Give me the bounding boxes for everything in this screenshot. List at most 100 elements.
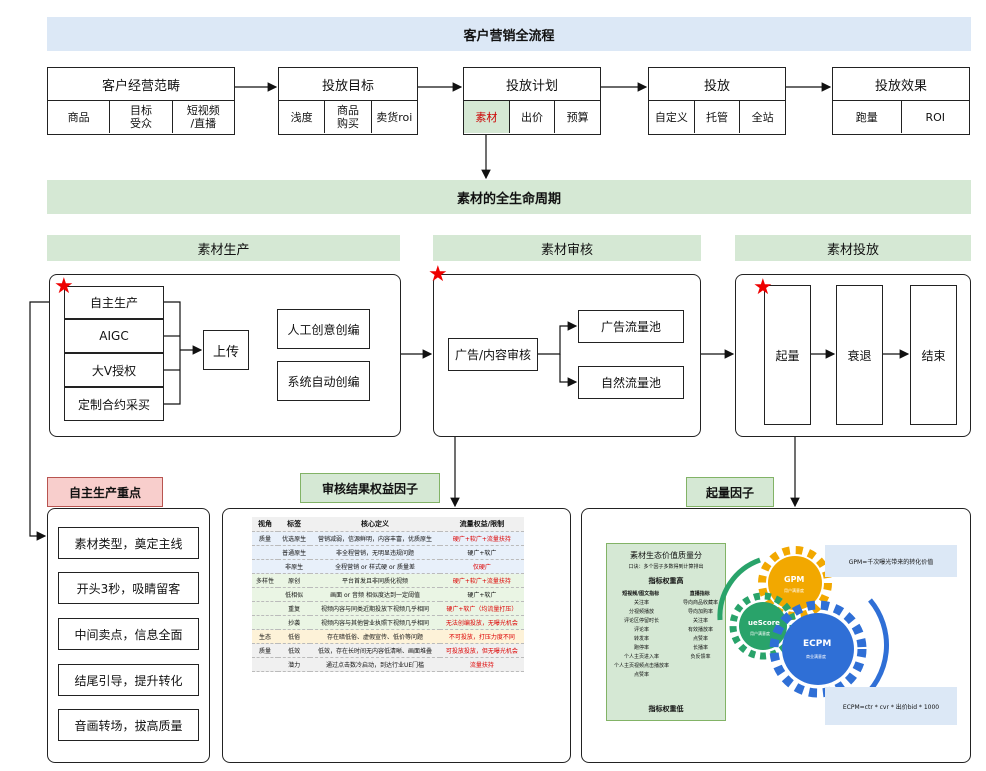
star-icon: ★ [753, 275, 773, 300]
weight-high-label: 指标权重高 [648, 577, 684, 585]
gear-sub: 商业满意度 [806, 654, 826, 659]
gear-label: ueScore [748, 619, 780, 627]
stage-item: 跑量 [833, 101, 902, 133]
col-header: 核心定义 [310, 517, 440, 532]
stage-item: 短视频 /直播 [186, 104, 220, 130]
source-self-produced: 自主生产 [64, 286, 164, 319]
delivery-band: 素材投放 [735, 235, 971, 261]
table-row: 重复视频内容与同类近期投放下视频几乎相同硬广+软广（均流量打压） [252, 601, 524, 616]
stage-item: 目标 受众 [110, 101, 173, 133]
phase-decline: 衰退 [836, 285, 883, 425]
ecpm-note: ECPM=ctr * cvr * 出价bid * 1000 [825, 687, 957, 725]
review-band: 素材审核 [433, 235, 701, 261]
table-row: 质量优选原生营销减弱，信源鲜明，内容丰富，优质原生硬广+软广+流量扶持 [252, 531, 524, 546]
quality-score-card: 素材生态价值质量分 口诀：多个因子多数得到计算排出 指标权重高 短视频/图文指标… [606, 543, 726, 721]
organic-traffic-pool: 自然流量池 [578, 366, 684, 399]
manual-creative-edit: 人工创意创编 [277, 309, 370, 349]
table-row: 质量低效低效，存在长时间无内容低清晰、画面堆叠可投放投放，但无曝光机会 [252, 643, 524, 658]
gear-sub: 用户满意度 [750, 631, 770, 636]
stage-title: 投放目标 [279, 68, 417, 101]
focus-item: 开头3秒，吸睛留客 [58, 572, 199, 604]
review-node: 广告/内容审核 [448, 338, 538, 371]
stage-item: 商品 [48, 101, 111, 133]
stage-effect: 投放效果 跑量 ROI [832, 67, 970, 135]
stage-title: 投放 [649, 68, 785, 101]
auto-creative-edit: 系统自动创编 [277, 361, 370, 401]
metric: 评论区停留时长 [623, 618, 659, 624]
star-icon: ★ [428, 262, 448, 287]
table-row: 潜力通过点击数冷启动，到达行业UE门槛流量扶持 [252, 657, 524, 672]
metric: 关注率 [692, 618, 708, 624]
phase-ramp-up: 起量 [764, 285, 811, 425]
col-header: 标签 [277, 517, 311, 532]
metric: 有效播放率 [687, 627, 713, 633]
metric: 跑停率 [633, 645, 649, 651]
gear-label: ECPM [803, 639, 832, 649]
stage-item: 商品 购买 [325, 101, 372, 133]
stage-item-material: 素材 [464, 101, 510, 133]
stage-item: 自定义 [649, 101, 695, 133]
focus-item: 中间卖点，信息全面 [58, 618, 199, 650]
table-row: 非原生全程营销 or 样式硬 or 质量差仅硬广 [252, 559, 524, 574]
stage-title: 投放效果 [833, 68, 969, 101]
metric: 关注率 [633, 600, 649, 606]
col-header: 视角 [252, 517, 278, 532]
stage-item: 托管 [695, 101, 741, 133]
stage-customer-scope: 客户经营范畴 商品 目标 受众 短视频 /直播 [47, 67, 235, 135]
weight-low-label: 指标权重低 [648, 705, 684, 713]
stage-title: 客户经营范畴 [48, 68, 234, 101]
metric: 导向加购率 [687, 609, 713, 615]
metric: 导向商品收藏率 [682, 600, 718, 606]
page-title: 客户营销全流程 [47, 17, 971, 51]
stage-item: 出价 [510, 101, 556, 133]
source-contract-purchase: 定制合约采买 [64, 387, 164, 421]
source-aigc: AIGC [64, 319, 164, 353]
table-row: 低相似画面 or 音频 相似度达到一定阈值硬广+软广 [252, 587, 524, 602]
metric: 负反馈率 [690, 654, 711, 660]
star-icon: ★ [54, 274, 74, 299]
metric: 评论率 [633, 627, 649, 633]
stage-title: 投放计划 [464, 68, 600, 101]
col-a-header: 短视频/图文指标 [622, 591, 660, 597]
metric: 点赞率 [633, 672, 649, 678]
col-b-header: 直播指标 [689, 591, 710, 597]
focus-item: 素材类型，奠定主线 [58, 527, 199, 559]
table-row: 抄袭视频内容与其他营业执照下视频几乎相同无法创编投放，无曝光机会 [252, 615, 524, 630]
stage-delivery-plan: 投放计划 素材 出价 预算 [463, 67, 601, 135]
table-row: 生态低俗存在暗低俗、虚假宣传、低价等问题不可投放，打压力度不同 [252, 629, 524, 644]
phase-end: 结束 [910, 285, 957, 425]
stage-item: 全站 [751, 110, 774, 124]
focus-item: 结尾引导，提升转化 [58, 664, 199, 696]
focus-item: 音画转场，拔高质量 [58, 709, 199, 741]
metric: 个人主页视频点击播放率 [613, 663, 669, 669]
metric: 长播率 [692, 645, 708, 651]
ramp-factor-title: 起量因子 [686, 477, 774, 507]
focus-title: 自主生产重点 [47, 477, 163, 507]
metric: 个人主页进入率 [623, 654, 659, 660]
metric: 转发率 [633, 636, 649, 642]
stage-delivery-goal: 投放目标 浅度 商品 购买 卖货roi [278, 67, 418, 135]
stage-item: 预算 [566, 110, 589, 124]
metric: 分视频播放 [628, 609, 654, 615]
col-header: 流量权益/限制 [439, 517, 524, 532]
production-band: 素材生产 [47, 235, 400, 261]
stage-item: 卖货roi [376, 110, 413, 124]
quality-title: 素材生态价值质量分 [630, 551, 702, 560]
metric: 点赞率 [692, 636, 708, 642]
stage-item: 浅度 [279, 101, 326, 133]
quality-sub: 口诀：多个因子多数得到计算排出 [628, 564, 704, 570]
table-row: 普通原生非全程营销，无明显违规问题硬广+软广 [252, 545, 524, 560]
gear-sub: 用户满意度 [784, 588, 804, 593]
table-row: 多样性原创平台首发且非同质化视频硬广+软广+流量扶持 [252, 573, 524, 588]
upload-node: 上传 [203, 330, 249, 370]
stage-delivery: 投放 自定义 托管 全站 [648, 67, 786, 135]
stage-item: ROI [925, 110, 946, 124]
review-factor-table: 视角 标签 核心定义 流量权益/限制 质量优选原生营销减弱，信源鲜明，内容丰富，… [252, 517, 524, 672]
source-kol-license: 大V授权 [64, 353, 164, 387]
review-factor-title: 审核结果权益因子 [300, 473, 440, 503]
ad-traffic-pool: 广告流量池 [578, 310, 684, 343]
lifecycle-band: 素材的全生命周期 [47, 180, 971, 214]
gear-label: GPM [784, 575, 805, 584]
gpm-note: GPM=千次曝光带来的转化价值 [825, 545, 957, 577]
